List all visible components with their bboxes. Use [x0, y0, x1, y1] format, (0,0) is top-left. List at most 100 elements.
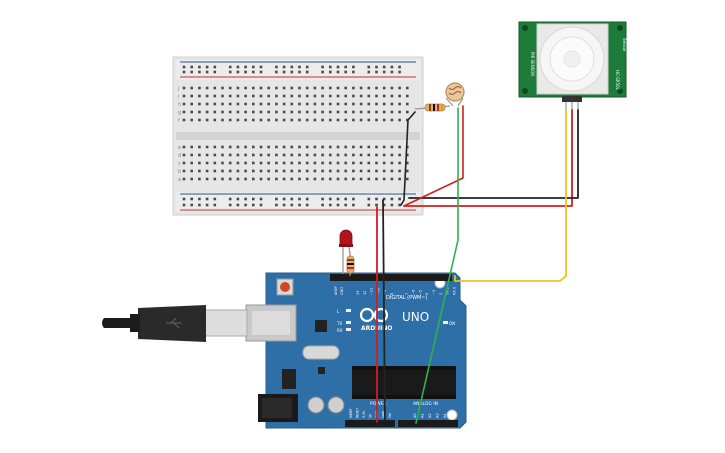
breadboard-hole[interactable] [305, 177, 309, 181]
rail-hole[interactable] [367, 70, 371, 74]
usb-cable[interactable] [102, 305, 248, 342]
rail-hole[interactable] [382, 70, 386, 74]
rail-hole[interactable] [190, 203, 193, 207]
breadboard-hole[interactable] [390, 161, 394, 165]
rail-hole[interactable] [259, 203, 263, 207]
breadboard-hole[interactable] [282, 153, 286, 157]
breadboard-hole[interactable] [398, 177, 401, 181]
rail-hole[interactable] [236, 203, 240, 207]
breadboard-hole[interactable] [298, 169, 301, 173]
breadboard-hole[interactable] [305, 145, 309, 149]
breadboard-hole[interactable] [359, 94, 363, 98]
breadboard-hole[interactable] [290, 102, 294, 106]
breadboard-hole[interactable] [190, 110, 193, 114]
rail-hole[interactable] [282, 70, 286, 74]
breadboard-hole[interactable] [182, 118, 186, 122]
breadboard-hole[interactable] [259, 86, 263, 90]
wire-ldr-red[interactable] [403, 105, 464, 207]
breadboard-hole[interactable] [275, 145, 278, 149]
breadboard-hole[interactable] [228, 86, 232, 90]
breadboard-hole[interactable] [352, 161, 355, 165]
breadboard-hole[interactable] [213, 102, 217, 106]
breadboard-hole[interactable] [259, 153, 263, 157]
rail-hole[interactable] [236, 197, 240, 201]
rail-hole[interactable] [382, 197, 386, 201]
rail-hole[interactable] [244, 70, 247, 74]
breadboard-hole[interactable] [321, 153, 324, 157]
breadboard-hole[interactable] [398, 161, 401, 165]
breadboard-hole[interactable] [398, 110, 401, 114]
breadboard-hole[interactable] [252, 169, 255, 173]
breadboard-hole[interactable] [367, 145, 371, 149]
breadboard-hole[interactable] [236, 169, 240, 173]
breadboard-hole[interactable] [329, 86, 332, 90]
breadboard-hole[interactable] [329, 161, 332, 165]
breadboard-hole[interactable] [252, 161, 255, 165]
breadboard-hole[interactable] [221, 86, 224, 90]
breadboard-hole[interactable] [190, 169, 193, 173]
rail-hole[interactable] [329, 65, 332, 69]
breadboard-hole[interactable] [352, 118, 355, 122]
wire-pir-gnd[interactable] [408, 109, 579, 199]
breadboard-hole[interactable] [367, 118, 371, 122]
rail-hole[interactable] [213, 203, 217, 207]
breadboard-hole[interactable] [382, 118, 386, 122]
breadboard-hole[interactable] [228, 118, 232, 122]
breadboard-hole[interactable] [267, 145, 270, 149]
rail-hole[interactable] [336, 203, 340, 207]
breadboard-hole[interactable] [236, 102, 240, 106]
rail-hole[interactable] [244, 197, 247, 201]
breadboard-hole[interactable] [221, 169, 224, 173]
breadboard-hole[interactable] [190, 94, 193, 98]
rail-hole[interactable] [244, 65, 247, 69]
breadboard-hole[interactable] [382, 102, 386, 106]
rail-hole[interactable] [228, 203, 232, 207]
breadboard-hole[interactable] [367, 94, 371, 98]
breadboard-hole[interactable] [252, 153, 255, 157]
rail-hole[interactable] [398, 197, 401, 201]
rail-hole[interactable] [305, 70, 309, 74]
breadboard-hole[interactable] [190, 177, 193, 181]
breadboard-hole[interactable] [344, 86, 347, 90]
breadboard-hole[interactable] [221, 94, 224, 98]
breadboard-hole[interactable] [198, 169, 201, 173]
breadboard-hole[interactable] [228, 177, 232, 181]
breadboard-hole[interactable] [213, 118, 217, 122]
rail-hole[interactable] [228, 65, 232, 69]
breadboard-hole[interactable] [398, 102, 401, 106]
breadboard-hole[interactable] [290, 177, 294, 181]
breadboard-hole[interactable] [359, 177, 363, 181]
rail-hole[interactable] [398, 65, 401, 69]
breadboard-hole[interactable] [267, 110, 270, 114]
breadboard-hole[interactable] [336, 94, 340, 98]
breadboard-hole[interactable] [375, 86, 378, 90]
breadboard-hole[interactable] [282, 161, 286, 165]
arduino-uno-board[interactable]: ARDUINO UNO DIGITAL (PWM~) POWER ANALOG … [245, 272, 467, 429]
rail-hole[interactable] [198, 197, 201, 201]
rail-hole[interactable] [205, 65, 209, 69]
rail-hole[interactable] [321, 65, 324, 69]
breadboard-hole[interactable] [259, 94, 263, 98]
rail-hole[interactable] [259, 70, 263, 74]
breadboard-hole[interactable] [275, 153, 278, 157]
breadboard-hole[interactable] [228, 102, 232, 106]
rail-hole[interactable] [329, 197, 332, 201]
breadboard-hole[interactable] [244, 161, 247, 165]
breadboard-hole[interactable] [275, 102, 278, 106]
rail-hole[interactable] [228, 70, 232, 74]
power-header[interactable] [345, 420, 395, 427]
breadboard-hole[interactable] [228, 110, 232, 114]
rail-hole[interactable] [344, 65, 347, 69]
rail-hole[interactable] [375, 65, 378, 69]
wire-pir-vcc[interactable] [403, 109, 573, 207]
rail-hole[interactable] [390, 203, 394, 207]
breadboard-hole[interactable] [267, 86, 270, 90]
breadboard-hole[interactable] [244, 110, 247, 114]
breadboard-hole[interactable] [252, 86, 255, 90]
breadboard-hole[interactable] [267, 102, 270, 106]
digital-header[interactable] [330, 274, 452, 281]
breadboard-hole[interactable] [406, 161, 409, 165]
breadboard-hole[interactable] [228, 94, 232, 98]
breadboard-hole[interactable] [252, 94, 255, 98]
rail-hole[interactable] [252, 203, 255, 207]
